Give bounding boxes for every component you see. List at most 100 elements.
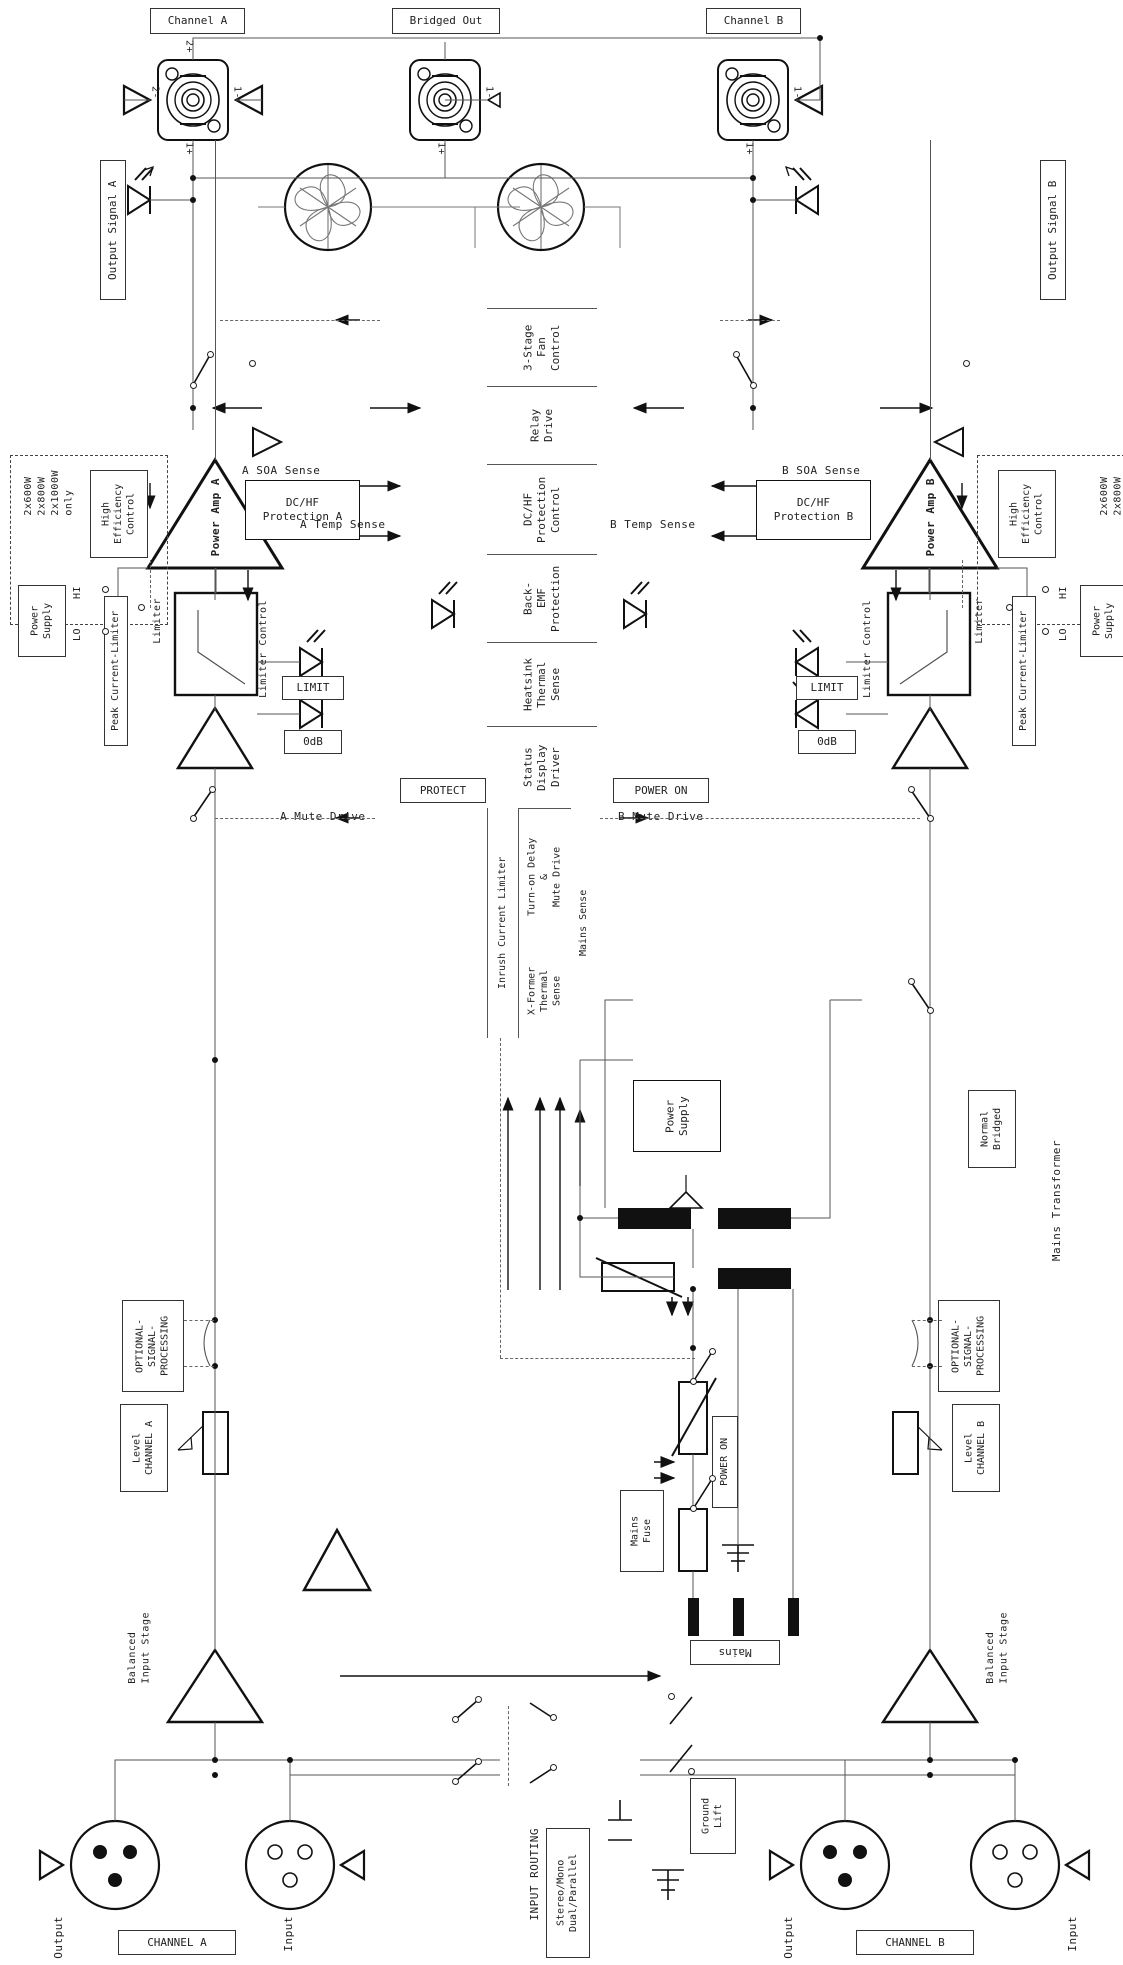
speakon-a-pin-1plus: 1+ bbox=[183, 142, 195, 156]
a-soa-sense-label: A SOA Sense bbox=[242, 464, 321, 477]
mute-drive-dashed-a bbox=[215, 818, 375, 819]
junction-dot bbox=[287, 1757, 293, 1763]
label-output-signal-b: Output Signal B bbox=[1040, 160, 1066, 300]
ps-switch-a-common bbox=[138, 604, 145, 611]
limiter-control-a-label: Limiter Control bbox=[258, 600, 269, 698]
routing-switch-link bbox=[508, 1706, 509, 1786]
speakon-a-pin-2minus: 2- bbox=[149, 86, 161, 100]
junction-dot bbox=[212, 1772, 218, 1778]
input-port-b: Input bbox=[1066, 1916, 1079, 1952]
mains-fuse-label: Mains Fuse bbox=[620, 1490, 664, 1572]
relay-contact-b-top bbox=[733, 351, 740, 358]
input-routing-label: INPUT ROUTING bbox=[528, 1828, 541, 1921]
peak-current-limiter-b: Peak Current-Limiter bbox=[1012, 596, 1036, 746]
routing-pole-lower bbox=[550, 1764, 557, 1771]
dc-hf-protection-a: DC/HF Protection A bbox=[245, 480, 360, 540]
label-output-signal-a: Output Signal A bbox=[100, 160, 126, 300]
header-bridged-out: Bridged Out bbox=[392, 8, 500, 34]
a-temp-sense-label: A Temp Sense bbox=[300, 518, 386, 531]
mains-label: Mains bbox=[690, 1640, 780, 1665]
junction-dot bbox=[817, 35, 823, 41]
speakon-a-pin-2plus: 2+ bbox=[183, 40, 195, 54]
junction-dot bbox=[190, 405, 196, 411]
junction-dot bbox=[927, 1757, 933, 1763]
ps-switch-b-lo bbox=[1042, 628, 1049, 635]
power-supply-b-hi: HI bbox=[1058, 586, 1069, 600]
high-efficiency-control-b: High Efficiency Control bbox=[998, 470, 1056, 558]
high-eff-dashed-a bbox=[150, 560, 151, 608]
routing-switch-b-in bbox=[452, 1778, 459, 1785]
b-mute-drive-label: B Mute Drive bbox=[618, 810, 704, 823]
limit-led-label-b: LIMIT bbox=[796, 676, 858, 700]
protect-led-label: PROTECT bbox=[400, 778, 486, 803]
mains-transformer-label: Mains Transformer bbox=[1050, 1140, 1063, 1262]
junction-dot bbox=[690, 1286, 696, 1292]
b-temp-sense-label: B Temp Sense bbox=[610, 518, 696, 531]
limiter-a-label: Limiter bbox=[152, 598, 163, 644]
junction-dot bbox=[750, 197, 756, 203]
amp-a-output-rail bbox=[215, 140, 216, 460]
b-soa-sense-label: B SOA Sense bbox=[782, 464, 861, 477]
dc-hf-protection-b: DC/HF Protection B bbox=[756, 480, 871, 540]
fan-control-dashed-line bbox=[220, 320, 380, 321]
junction-dot bbox=[212, 1057, 218, 1063]
control-row-dc-hf-protection: DC/HF Protection Control bbox=[487, 464, 597, 554]
relay-contact-a-bottom bbox=[190, 382, 197, 389]
balanced-input-stage-a: Balanced Input Stage bbox=[127, 1612, 152, 1684]
amp-b-output-rail bbox=[930, 140, 931, 460]
power-amp-b-label: Power Amp B bbox=[924, 478, 937, 557]
ps-switch-b-hi bbox=[1042, 586, 1049, 593]
opt-dsp-dashed-b-bot bbox=[912, 1366, 942, 1367]
inrush-dashed-to-relay bbox=[500, 1358, 695, 1359]
relay-contact-mains-bottom bbox=[690, 1378, 697, 1385]
bridge-switch-top bbox=[908, 978, 915, 985]
output-port-a: Output bbox=[52, 1916, 65, 1959]
junction-dot bbox=[1012, 1757, 1018, 1763]
power-supply-a-lo: LO bbox=[72, 628, 83, 642]
power-switch-top bbox=[709, 1475, 716, 1482]
routing-switch-b-out bbox=[475, 1758, 482, 1765]
high-efficiency-group-a bbox=[10, 455, 168, 625]
balanced-input-stage-b: Balanced Input Stage bbox=[985, 1612, 1010, 1684]
power-on-switch-label: POWER ON bbox=[712, 1416, 738, 1508]
normal-bridged-label: Normal Bridged bbox=[968, 1090, 1016, 1168]
speakon-b-pin-1plus: 1+ bbox=[743, 142, 755, 156]
power-on-led-label: POWER ON bbox=[613, 778, 709, 803]
output-port-b: Output bbox=[782, 1916, 795, 1959]
connector-label-channel-b: CHANNEL B bbox=[856, 1930, 974, 1955]
relay-contact-b-bottom bbox=[750, 382, 757, 389]
peak-current-limiter-a: Peak Current-Limiter bbox=[104, 596, 128, 746]
level-channel-a: Level CHANNEL A bbox=[120, 1404, 168, 1492]
junction-dot bbox=[750, 405, 756, 411]
high-eff-dashed-b bbox=[962, 560, 963, 608]
high-efficiency-control-a: High Efficiency Control bbox=[90, 470, 148, 558]
power-amp-a-label: Power Amp A bbox=[209, 478, 222, 557]
ground-lift-switch-top bbox=[668, 1693, 675, 1700]
inrush-dashed-down bbox=[500, 1038, 501, 1358]
power-supply-b-lo: LO bbox=[1058, 628, 1069, 642]
junction-dot bbox=[212, 1757, 218, 1763]
mute-switch-a-top bbox=[209, 786, 216, 793]
limiter-control-b-label: Limiter Control bbox=[862, 600, 873, 698]
control-col-inrush-limiter: Inrush Current Limiter bbox=[487, 808, 518, 1038]
input-port-a: Input bbox=[282, 1916, 295, 1952]
speakon-bridged-pin-1minus: 1- bbox=[483, 86, 495, 100]
relay-drive-node-a bbox=[249, 360, 256, 367]
power-supply-center: Power Supply bbox=[633, 1080, 721, 1152]
junction-dot bbox=[212, 1363, 218, 1369]
limit-led-label-a: LIMIT bbox=[282, 676, 344, 700]
junction-dot bbox=[750, 175, 756, 181]
speakon-a-pin-1minus: 1- bbox=[231, 86, 243, 100]
zero-db-led-label-a: 0dB bbox=[284, 730, 342, 754]
junction-dot bbox=[927, 1772, 933, 1778]
routing-switch-a-in bbox=[452, 1716, 459, 1723]
routing-modes-label: Stereo/Mono Dual/Parallel bbox=[546, 1828, 590, 1958]
power-supply-a-hi: HI bbox=[72, 586, 83, 600]
routing-pole-upper bbox=[550, 1714, 557, 1721]
junction-dot bbox=[190, 175, 196, 181]
optional-signal-processing-a: OPTIONAL- SIGNAL- PROCESSING bbox=[122, 1300, 184, 1392]
opt-dsp-dashed-b-top bbox=[912, 1320, 942, 1321]
control-row-fan-control: 3-Stage Fan Control bbox=[487, 308, 597, 386]
junction-dot bbox=[190, 197, 196, 203]
